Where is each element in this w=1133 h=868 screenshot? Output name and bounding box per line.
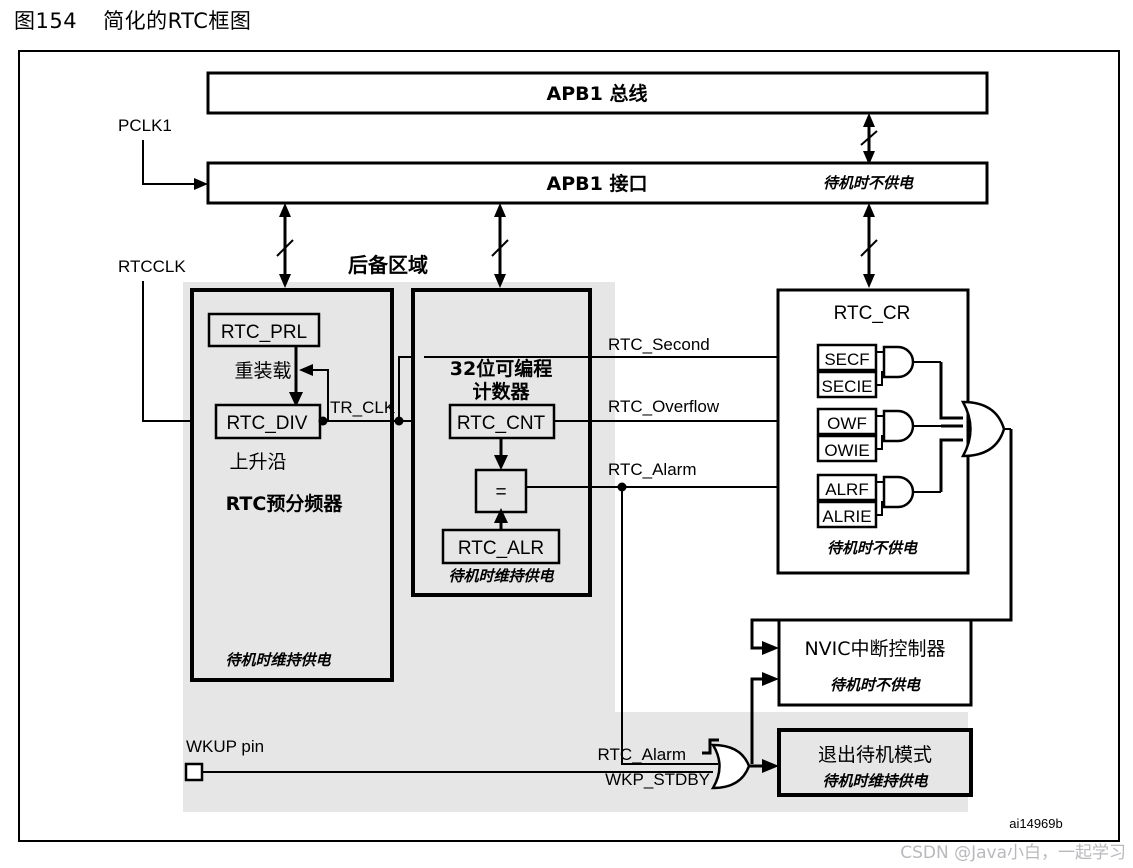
rtcclk-label: RTCCLK xyxy=(118,257,186,276)
reload-label: 重装载 xyxy=(234,360,291,382)
figure-id-code: ai14969b xyxy=(1009,816,1063,831)
rtc-second-label: RTC_Second xyxy=(608,335,710,354)
rtc-prescaler-block xyxy=(192,290,392,680)
rtc-alr-box xyxy=(443,530,559,563)
diagram-frame xyxy=(19,51,1119,841)
apb1-bus-box xyxy=(208,73,987,113)
owf-box xyxy=(818,409,876,434)
cnt-to-compare-arrow xyxy=(494,438,508,470)
or-input-alarm xyxy=(941,440,963,492)
counter-title-line1: 32位可编程 xyxy=(450,357,552,380)
rtc-div-box xyxy=(216,405,320,438)
rtc-div-label: RTC_DIV xyxy=(227,413,308,434)
apb1-interface-box xyxy=(208,163,987,203)
figure-caption: 图154 简化的RTC框图 xyxy=(14,5,251,35)
secf-box xyxy=(818,345,876,370)
nvic-block xyxy=(779,620,971,705)
or-gate-wakeup xyxy=(713,745,749,788)
apb1-interface-note: 待机时不供电 xyxy=(823,174,914,192)
owie-label: OWIE xyxy=(824,441,869,460)
alrf-box xyxy=(818,475,876,500)
prescaler-title: RTC预分频器 xyxy=(226,492,344,515)
alrf-label: ALRF xyxy=(825,480,868,499)
rising-edge-label: 上升沿 xyxy=(229,451,286,473)
owf-label: OWF xyxy=(827,414,867,433)
backup-region-label: 后备区域 xyxy=(348,253,428,277)
alr-to-compare-arrow xyxy=(494,508,508,530)
bus-interface-link xyxy=(861,113,877,165)
nvic-arrowhead-2 xyxy=(762,672,779,686)
nvic-title: NVIC中断控制器 xyxy=(804,638,945,660)
secie-box xyxy=(818,372,876,397)
prl-to-div-arrow xyxy=(289,347,303,407)
rtc-prl-box xyxy=(209,314,319,346)
exit-standby-arrowhead xyxy=(762,759,779,773)
bus-arrow-prescaler xyxy=(277,203,293,288)
rtc-alarm-label: RTC_Alarm xyxy=(608,460,696,479)
watermark: CSDN @Java小白，一起学习 xyxy=(900,843,1126,863)
secie-label: SECIE xyxy=(821,377,872,396)
counter-note: 待机时维持供电 xyxy=(448,567,554,585)
and-gate-overflow xyxy=(876,411,941,449)
alrie-label: ALRIE xyxy=(822,507,871,526)
rtc-cnt-label: RTC_CNT xyxy=(457,413,546,434)
bus-arrow-rtccr xyxy=(861,203,877,288)
bus-arrow-counter xyxy=(492,203,508,288)
nvic-note: 待机时不供电 xyxy=(830,676,921,694)
apb1-interface-label: APB1 接口 xyxy=(547,173,648,195)
or-input-second xyxy=(941,362,963,418)
rtc-prl-label: RTC_PRL xyxy=(221,322,307,343)
pclk1-wire xyxy=(143,140,208,190)
or-to-nvic-elbow xyxy=(752,620,767,648)
secf-label: SECF xyxy=(824,350,869,369)
exit-standby-title: 退出待机模式 xyxy=(818,744,932,766)
exit-standby-block xyxy=(779,730,971,795)
rising-edge-symbol xyxy=(702,740,719,753)
wkup-pin-pad xyxy=(186,764,202,780)
pclk1-label: PCLK1 xyxy=(118,116,172,135)
rtc-alarm-label-2: RTC_Alarm xyxy=(598,745,686,764)
tr-clk-label: TR_CLK xyxy=(330,398,396,417)
rtc-cr-note: 待机时不供电 xyxy=(827,539,918,557)
rtc-cr-title: RTC_CR xyxy=(834,303,911,324)
comparator-label: = xyxy=(495,482,506,503)
wkp-stdby-label: WKP_STDBY xyxy=(605,770,710,789)
rtc-alr-label: RTC_ALR xyxy=(458,538,544,559)
trclk-feedback-wire xyxy=(299,364,328,421)
exit-standby-note: 待机时维持供电 xyxy=(822,772,928,790)
wkup-pin-label: WKUP pin xyxy=(186,737,264,756)
rtc-alarm-branch-down xyxy=(622,487,718,764)
and-gate-alarm xyxy=(876,477,941,515)
rtc-overflow-label: RTC_Overflow xyxy=(608,397,720,416)
figure-number: 图154 xyxy=(14,9,78,33)
prescaler-note: 待机时维持供电 xyxy=(225,651,331,669)
or-gate-interrupt xyxy=(963,402,1011,456)
nvic-arrowhead-1 xyxy=(762,641,779,655)
trclk-junction-1 xyxy=(318,416,328,426)
figure-title: 简化的RTC框图 xyxy=(103,9,252,33)
and-gate-second xyxy=(876,347,941,385)
alrie-box xyxy=(818,502,876,527)
counter-title-line2: 计数器 xyxy=(472,380,530,403)
apb1-bus-label: APB1 总线 xyxy=(547,82,648,105)
